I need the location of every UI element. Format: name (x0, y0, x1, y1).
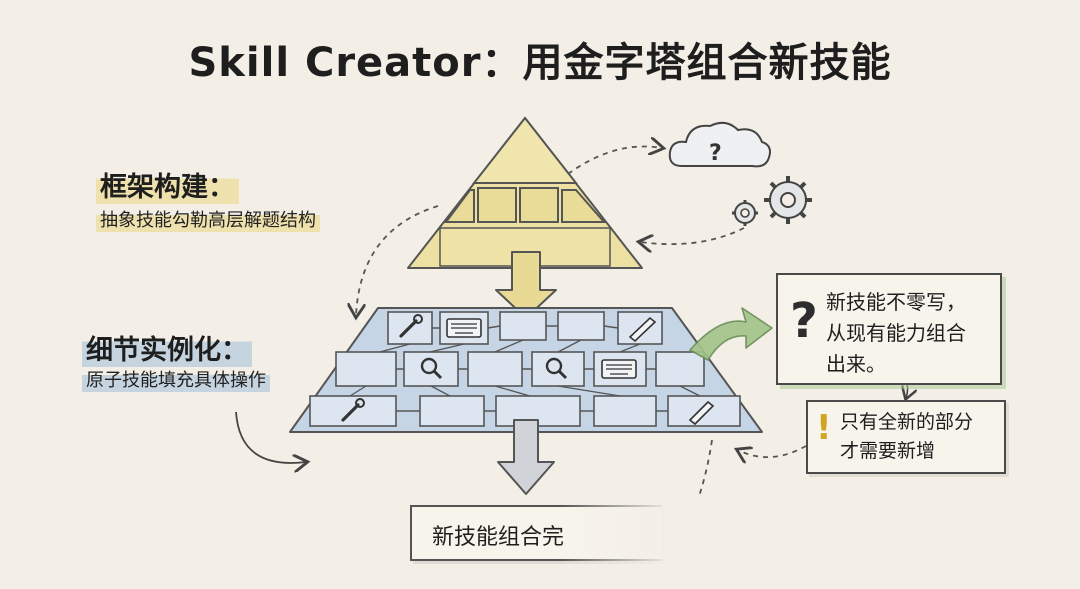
detail-subtitle: 原子技能填充具体操作 (82, 366, 270, 392)
wrench-icon (341, 398, 365, 422)
detail-heading: 细节实例化： (82, 328, 252, 367)
note-main-text: 新技能不零写， 从现有能力组合 出来。 (826, 290, 966, 376)
down-arrow-bottom (497, 419, 555, 495)
magnifier-icon (420, 357, 443, 380)
note-sub-text: 只有全新的部分 才需要新增 (840, 411, 974, 462)
dashed-arrow-from-gears (640, 227, 745, 244)
abstract-skill-pyramid (407, 116, 643, 269)
dashed-arrow-left-down (356, 205, 439, 316)
gears-icon (732, 176, 812, 226)
green-arrow (689, 307, 773, 361)
down-arrow-top (495, 251, 557, 319)
keyboard-icon (446, 318, 482, 338)
magnifier-icon (545, 357, 568, 380)
exclamation-icon: ! (816, 408, 832, 448)
pencil-icon (688, 400, 715, 426)
page-title: Skill Creator：用金字塔组合新技能 (188, 40, 892, 86)
result-text: 新技能组合完 (432, 525, 565, 550)
note-compose-skill: ? 新技能不零写， 从现有能力组合 出来。 (776, 273, 1002, 385)
dashed-arrow-to-cloud (567, 146, 662, 175)
fade-overlay (560, 495, 720, 575)
pencil-icon (628, 316, 657, 343)
curved-arrow-left (235, 411, 306, 463)
question-mark-icon: ? (790, 293, 818, 349)
framework-heading: 框架构建： (96, 165, 239, 204)
note-new-only: ! 只有全新的部分 才需要新增 (806, 400, 1006, 474)
wrench-icon (399, 314, 423, 338)
dashed-arrow-to-grid (738, 445, 807, 457)
atomic-skill-grid (289, 307, 763, 433)
svg-text:?: ? (709, 141, 722, 166)
keyboard-icon (601, 359, 637, 379)
framework-subtitle: 抽象技能勾勒高层解题结构 (96, 206, 320, 232)
cloud-question-icon: ? (668, 121, 771, 168)
